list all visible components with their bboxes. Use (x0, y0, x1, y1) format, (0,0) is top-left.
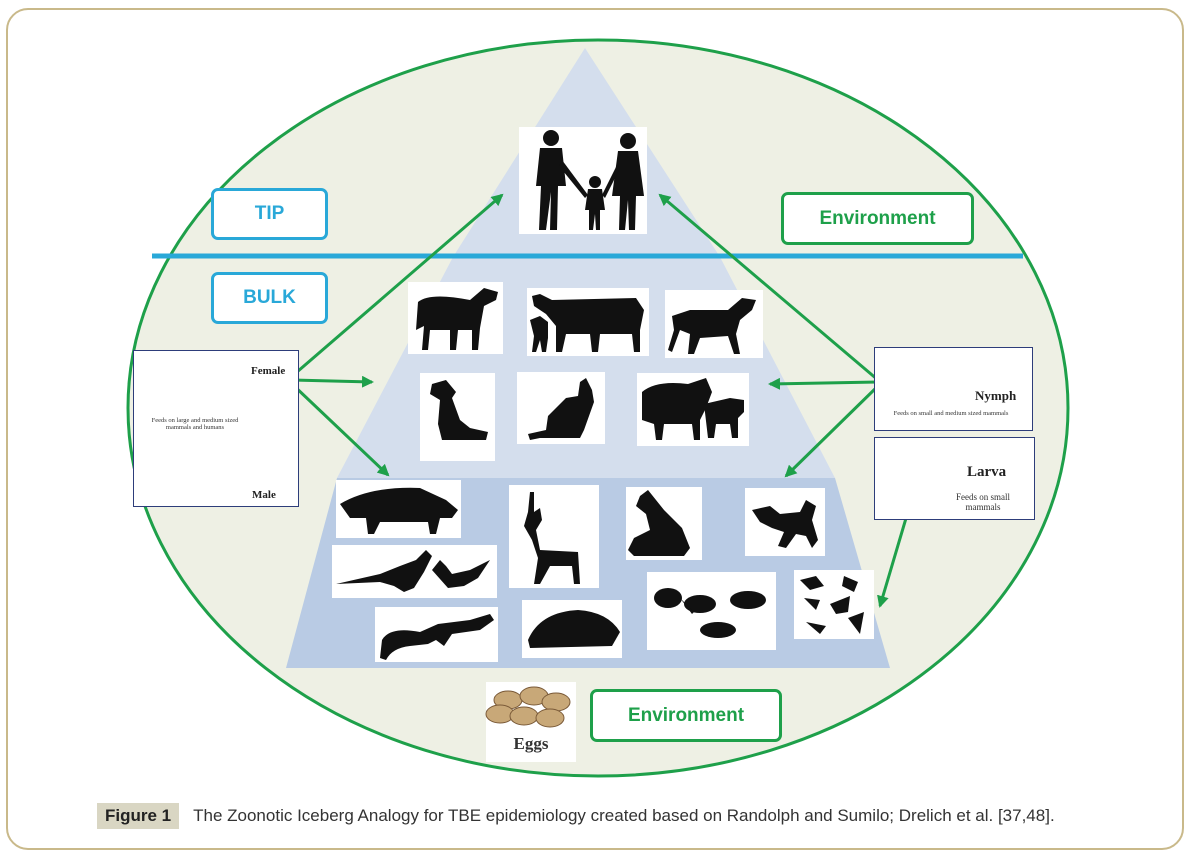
figure-caption-text: The Zoonotic Iceberg Analogy for TBE epi… (193, 806, 1055, 825)
lizard-icon (380, 614, 494, 660)
cat-icon (528, 378, 594, 440)
cow-calf-icon (530, 294, 644, 352)
rodents-icon (654, 588, 766, 638)
female-tick-description: Feeds on large and medium sized mammals … (151, 417, 239, 431)
nymph-tick-description: Feeds on small and medium sized mammals (893, 410, 1009, 417)
fox-icon (752, 500, 818, 548)
environment-bottom-label: Environment (590, 689, 782, 742)
female-tick-label: Female (251, 365, 286, 377)
male-tick-label: Male (252, 489, 276, 501)
sheep-icon (642, 378, 744, 440)
eggs-icon (485, 686, 571, 728)
goat-icon (668, 298, 756, 354)
figure-caption: Figure 1 The Zoonotic Iceberg Analogy fo… (97, 803, 1055, 829)
environment-top-label: Environment (781, 192, 974, 245)
eggs-label: Eggs (513, 734, 549, 753)
horse-icon (416, 288, 498, 350)
female-male-tick-box: Female Feeds on large and medium sized m… (133, 350, 299, 507)
boar-icon (340, 487, 458, 534)
larva-tick-box: Larva Feeds on small mammals (874, 437, 1035, 520)
hedgehog-icon (528, 610, 620, 648)
family-silhouette-icon (536, 130, 644, 230)
figure-number-badge: Figure 1 (97, 803, 180, 829)
hare-icon (628, 490, 690, 556)
bulk-label: BULK (211, 272, 328, 324)
larva-tick-label: Larva (967, 464, 1007, 480)
tip-label: TIP (211, 188, 328, 240)
deer-icon (524, 492, 580, 584)
nymph-tick-box: Nymph Feeds on small and medium sized ma… (874, 347, 1033, 431)
pheasant-icon (336, 550, 490, 592)
nymph-tick-label: Nymph (975, 388, 1017, 403)
birds-icon (800, 576, 864, 634)
larva-tick-description: Feeds on small mammals (956, 492, 1010, 512)
dog-icon (430, 380, 488, 440)
